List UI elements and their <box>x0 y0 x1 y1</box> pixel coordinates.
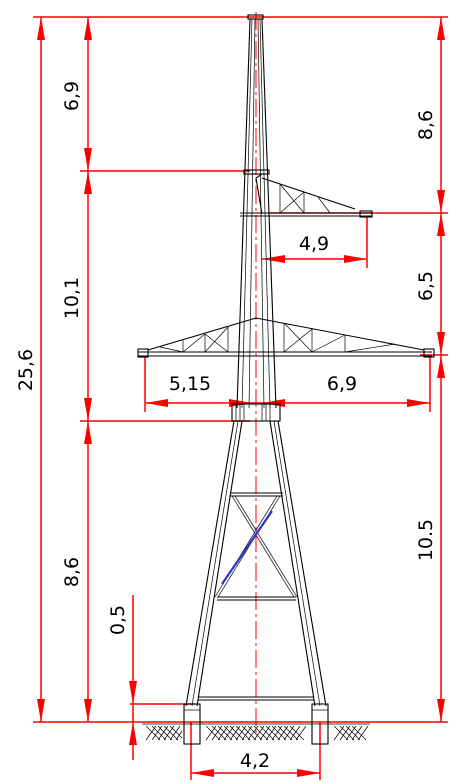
ground-hatching <box>142 723 370 741</box>
footing-height-label: 0,5 <box>107 605 129 635</box>
dimension-lines <box>33 12 448 780</box>
right-middle-label: 6,5 <box>415 271 437 301</box>
top-segment-label: 6,9 <box>61 81 83 111</box>
middle-segment-label: 10,1 <box>61 277 83 319</box>
base-width-label: 4,2 <box>240 750 270 772</box>
right-lower-label: 10.5 <box>415 519 437 561</box>
right-top-label: 8,6 <box>415 110 437 140</box>
lower-arm-right-label: 6,9 <box>327 373 357 395</box>
tower-structure <box>137 14 435 745</box>
upper-arm-reach-label: 4,9 <box>299 233 329 255</box>
diagonal-highlight <box>221 510 273 585</box>
total-height-label: 25,6 <box>15 349 37 391</box>
lower-arm-left-label: 5,15 <box>169 373 211 395</box>
dimension-labels: 25,6 6,9 10,1 8,6 0,5 8,6 6,5 10.5 4,9 5… <box>15 81 437 772</box>
lower-segment-label: 8,6 <box>61 557 83 587</box>
